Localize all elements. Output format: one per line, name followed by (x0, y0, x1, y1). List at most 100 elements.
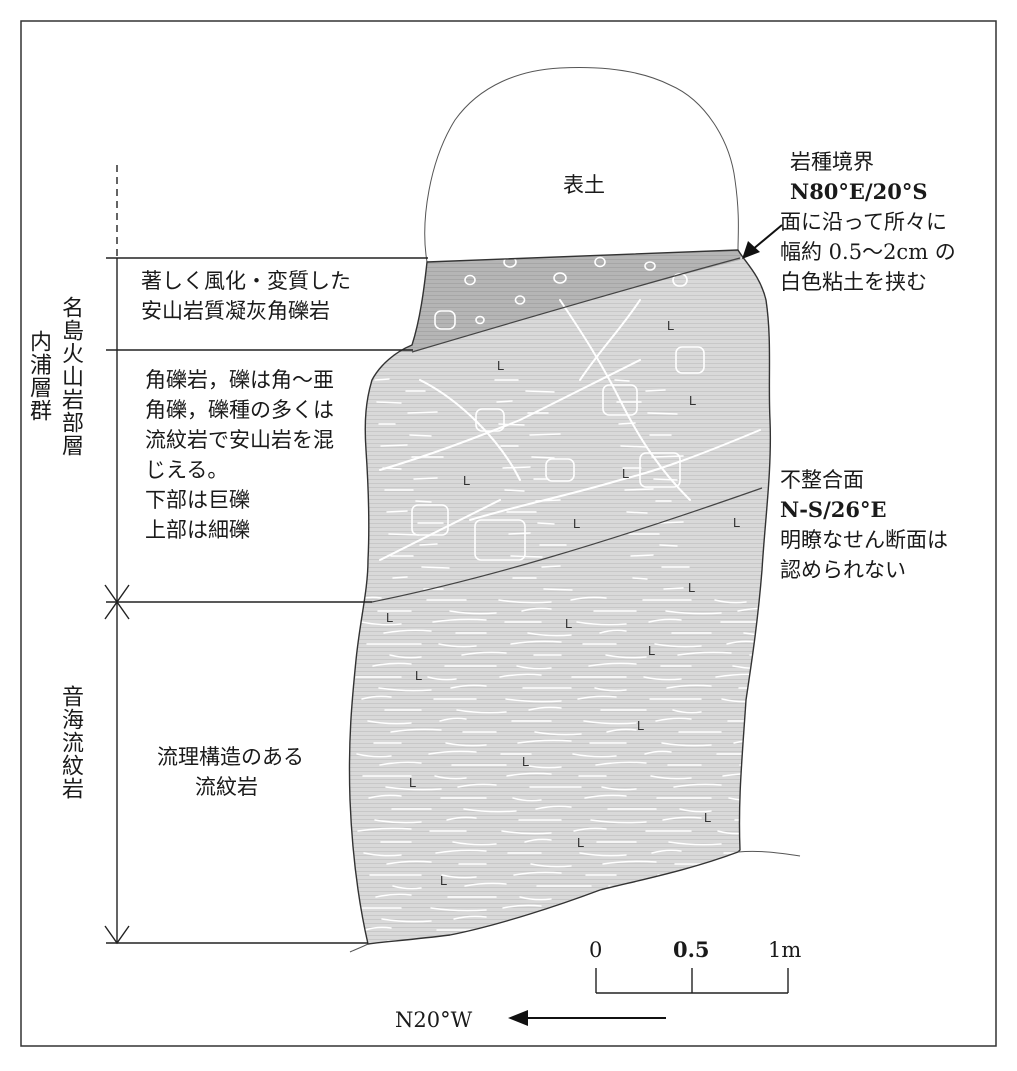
flow-line (427, 676, 457, 681)
flow-line (724, 929, 757, 934)
flow-line (439, 717, 467, 722)
flow-line (498, 423, 525, 426)
flow-line (672, 709, 702, 714)
flow-line (679, 808, 712, 813)
flow-line (523, 764, 562, 769)
flow-line (618, 422, 636, 425)
flow-line (657, 874, 702, 879)
tuff-breccia-line-1: 著しく風化・変質した (141, 269, 351, 293)
flow-line (584, 794, 627, 799)
tuff-breccia-layer (400, 250, 745, 352)
unconformity-line (371, 487, 763, 603)
breccia-line-1: 角礫岩，礫は角～亜 (145, 368, 334, 392)
flow-line (521, 607, 552, 612)
flow-line (367, 720, 412, 725)
boundary-title: 岩種境界 (790, 150, 874, 174)
flow-line (413, 477, 438, 480)
flow-line (601, 786, 637, 791)
flow-line (529, 433, 561, 436)
member-label: 名島火山岩部層 (58, 296, 83, 457)
rock-symbol-l: L (622, 466, 629, 481)
flow-line (374, 819, 422, 824)
flow-line (356, 753, 392, 758)
flow-line (372, 662, 412, 667)
clast (553, 272, 567, 284)
flow-line (750, 731, 771, 736)
flow-line (573, 827, 607, 832)
flow-line (626, 511, 648, 514)
flow-line (508, 532, 531, 535)
rock-symbol-l: L (688, 580, 695, 595)
flow-line (501, 830, 552, 835)
flow-line (646, 907, 682, 912)
flow-line (535, 499, 561, 502)
flow-line (595, 761, 647, 766)
flow-line (438, 643, 477, 648)
flow-line (379, 761, 422, 766)
flow-line (434, 775, 467, 780)
flow-line (364, 926, 392, 931)
flow-line (735, 896, 771, 901)
flow-line (421, 566, 450, 569)
rhyolite-line-1: 流理構造のある (157, 745, 304, 769)
flow-line (655, 717, 692, 722)
flow-line (673, 783, 722, 788)
clast (411, 504, 449, 536)
unconformity-note-line-1: 明瞭なせん断面は (780, 528, 948, 552)
flow-line (541, 565, 561, 568)
flow-line (534, 731, 582, 736)
clast (434, 310, 456, 330)
flow-line (380, 444, 408, 447)
flow-line (368, 794, 402, 799)
flow-line (361, 695, 392, 700)
topsoil-outline (424, 67, 739, 263)
flow-line (357, 827, 412, 832)
flow-line (459, 940, 507, 944)
flow-line (577, 695, 617, 700)
flow-line (446, 816, 477, 821)
flow-line (594, 687, 627, 692)
rhyolite-range-arrowhead-bottom (104, 925, 130, 945)
flow-line (435, 849, 487, 854)
flow-line (614, 379, 630, 382)
clast (602, 384, 638, 416)
clast (639, 452, 681, 488)
otomi-rhyolite-label: 音海流紋岩 (58, 685, 83, 800)
rock-symbol-l: L (667, 318, 674, 333)
rock-symbol-l: L (733, 515, 740, 530)
rock-symbol-l: L (573, 516, 580, 531)
flow-line (572, 753, 617, 758)
rock-symbol-l: L (565, 616, 572, 631)
flow-line (624, 488, 654, 491)
flow-line (605, 654, 647, 659)
flow-line (360, 621, 402, 626)
flow-line (651, 849, 682, 854)
flow-line (653, 478, 678, 481)
flow-line (516, 665, 552, 670)
flow-line (620, 445, 648, 448)
fracture (379, 499, 501, 561)
flow-line (376, 401, 402, 404)
flow-line (450, 684, 487, 689)
boundary-note-line-1: 面に沿って所々に (780, 210, 947, 234)
breccia-line-5: 下部は巨礫 (145, 488, 250, 512)
flow-line (464, 882, 507, 887)
flow-line (504, 489, 525, 492)
flow-line (407, 411, 438, 414)
flow-line (441, 874, 477, 879)
flow-line (647, 412, 678, 415)
topsoil-label: 表土 (563, 173, 605, 197)
unconformity-title: 不整合面 (780, 468, 864, 492)
flow-line (650, 775, 692, 780)
rock-body (349, 250, 771, 944)
flow-line (654, 643, 702, 648)
flow-line (535, 805, 572, 810)
rock-symbol-l: L (577, 835, 584, 850)
direction-arrowhead (508, 1010, 528, 1026)
flow-line (510, 640, 562, 645)
boundary-note-line-3: 白色粘土を挟む (780, 270, 927, 294)
clast (475, 408, 505, 432)
flow-line (409, 434, 432, 437)
flow-line (599, 629, 627, 634)
